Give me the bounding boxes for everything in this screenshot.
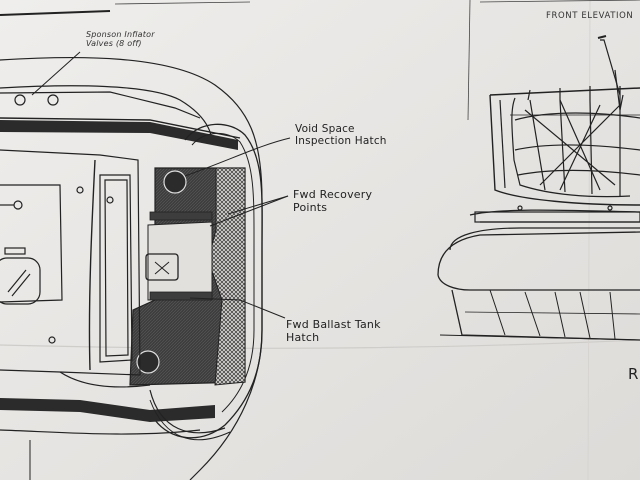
fwd-ballast-tank-hatch-label: Fwd Ballast Tank Hatch bbox=[286, 318, 381, 344]
cabin-outline bbox=[0, 149, 231, 441]
paper-fold-line bbox=[587, 0, 591, 480]
front-elevation-view bbox=[437, 35, 640, 341]
bow-deck-panel bbox=[129, 167, 246, 386]
void-space-inspection-hatch-label: Void Space Inspection Hatch bbox=[295, 123, 387, 147]
border-line bbox=[114, 1, 251, 5]
paper-fold-line bbox=[0, 339, 640, 349]
sponson-inflator-valves-label: Sponson Inflator Valves (8 off) bbox=[86, 30, 155, 48]
leader-lines bbox=[31, 51, 291, 319]
border-line bbox=[467, 0, 471, 121]
border-line bbox=[0, 10, 111, 16]
border-line bbox=[479, 0, 640, 3]
front-elevation-title: FRONT ELEVATION bbox=[546, 11, 634, 21]
bow-plan-view bbox=[0, 56, 263, 480]
fwd-recovery-points-label: Fwd Recovery Points bbox=[293, 188, 373, 214]
partial-letter-label: R bbox=[628, 365, 639, 383]
